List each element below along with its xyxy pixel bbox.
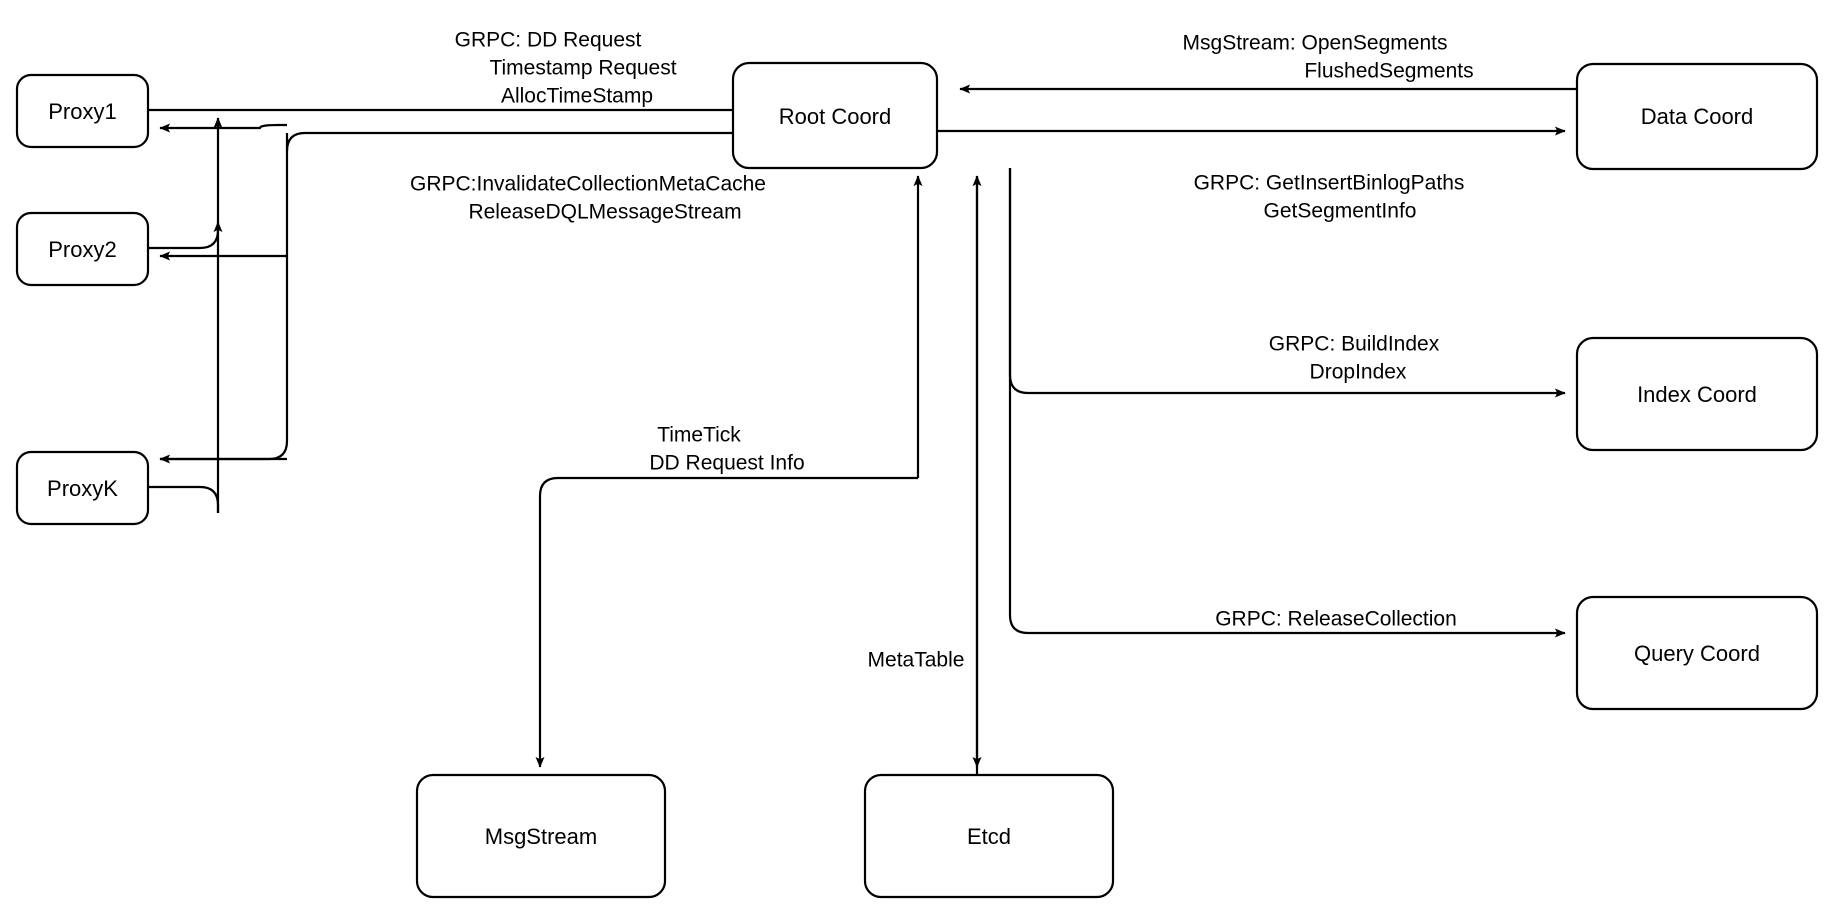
node-rootcoord-label: Root Coord bbox=[779, 104, 892, 129]
edge-label-rootcoord-to-datacoord: GRPC: GetInsertBinlogPaths GetSegmentInf… bbox=[1194, 172, 1465, 223]
edge-label-line: GRPC: BuildIndex bbox=[1269, 333, 1440, 356]
node-indexcoord-box[interactable] bbox=[1575, 336, 1819, 452]
edge-label-line: GRPC: ReleaseCollection bbox=[1215, 608, 1457, 631]
edge-label-line: DD Request Info bbox=[649, 452, 804, 475]
node-msgstream-label: MsgStream bbox=[485, 824, 597, 849]
edge-label-line: AllocTimeStamp bbox=[501, 85, 653, 108]
node-datacoord-box[interactable] bbox=[1575, 62, 1819, 171]
edge-label-line: GRPC: DD Request bbox=[455, 29, 642, 52]
node-msgstream[interactable]: MsgStream bbox=[415, 773, 667, 899]
edge-label-rootcoord-to-proxies: GRPC:InvalidateCollectionMetaCache Relea… bbox=[410, 173, 766, 224]
node-etcd-box[interactable] bbox=[863, 773, 1115, 899]
node-proxy1-label: Proxy1 bbox=[48, 99, 116, 124]
edge-proxyk-merge bbox=[148, 485, 220, 513]
node-datacoord[interactable]: Data Coord bbox=[1575, 62, 1819, 171]
node-indexcoord-label: Index Coord bbox=[1637, 382, 1757, 407]
edge-label-line: FlushedSegments bbox=[1304, 60, 1473, 83]
edge-rootcoord-to-msgstream bbox=[535, 476, 918, 768]
edge-proxy2-merge bbox=[148, 221, 223, 250]
node-proxyk[interactable]: ProxyK bbox=[15, 450, 150, 526]
edge-label-line: DropIndex bbox=[1310, 361, 1407, 384]
edge-label-rootcoord-to-querycoord: GRPC: ReleaseCollection bbox=[1215, 608, 1457, 631]
node-etcd[interactable]: Etcd bbox=[863, 773, 1115, 899]
node-querycoord-label: Query Coord bbox=[1634, 641, 1760, 666]
edge-label-line: MsgStream: OpenSegments bbox=[1183, 32, 1448, 55]
edge-label-line: ReleaseDQLMessageStream bbox=[468, 201, 741, 224]
node-msgstream-box[interactable] bbox=[415, 773, 667, 899]
node-proxy2[interactable]: Proxy2 bbox=[15, 211, 150, 287]
edge-label-line: GetSegmentInfo bbox=[1264, 200, 1417, 223]
edge-label-rootcoord-to-indexcoord: GRPC: BuildIndex DropIndex bbox=[1269, 333, 1440, 384]
edge-label-line: GRPC: GetInsertBinlogPaths bbox=[1194, 172, 1465, 195]
edge-label-rootcoord-etcd: MetaTable bbox=[868, 649, 965, 672]
node-proxy1[interactable]: Proxy1 bbox=[15, 73, 150, 149]
edge-label-rootcoord-to-msgstream: TimeTick DD Request Info bbox=[649, 424, 804, 475]
edge-label-line: GRPC:InvalidateCollectionMetaCache bbox=[410, 173, 766, 196]
edge-label-datacoord-to-rootcoord: MsgStream: OpenSegments FlushedSegments bbox=[1183, 32, 1474, 83]
node-etcd-label: Etcd bbox=[967, 824, 1011, 849]
node-datacoord-label: Data Coord bbox=[1641, 104, 1754, 129]
node-proxy1-box[interactable] bbox=[15, 73, 150, 149]
node-rootcoord-box[interactable] bbox=[731, 61, 939, 170]
node-proxyk-label: ProxyK bbox=[47, 476, 118, 501]
node-rootcoord[interactable]: Root Coord bbox=[731, 61, 939, 170]
node-proxyk-box[interactable] bbox=[15, 450, 150, 526]
edge-rootcoord-to-querycoord bbox=[1008, 168, 1566, 638]
node-indexcoord[interactable]: Index Coord bbox=[1575, 336, 1819, 452]
node-proxy2-box[interactable] bbox=[15, 211, 150, 287]
node-proxy2-label: Proxy2 bbox=[48, 237, 116, 262]
edge-label-line: TimeTick bbox=[657, 424, 741, 447]
node-querycoord-box[interactable] bbox=[1575, 595, 1819, 711]
edge-label-line: Timestamp Request bbox=[489, 57, 676, 80]
edge-return-to-proxy1 bbox=[159, 123, 287, 133]
edge-label-line: MetaTable bbox=[868, 649, 965, 672]
edge-label-proxies-to-rootcoord: GRPC: DD Request Timestamp Request Alloc… bbox=[455, 29, 677, 108]
node-querycoord[interactable]: Query Coord bbox=[1575, 595, 1819, 711]
